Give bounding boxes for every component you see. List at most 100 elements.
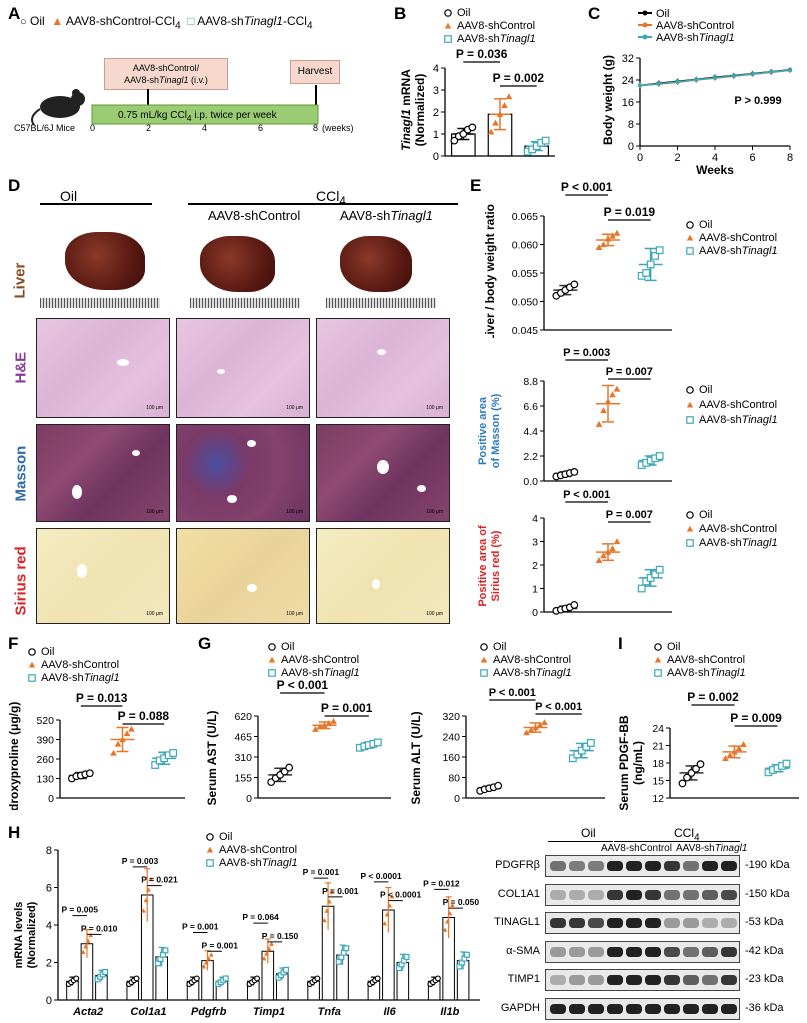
legend-label-italic: Tinagl1 — [536, 667, 572, 679]
y-tick-label: 0 — [246, 793, 252, 805]
data-point — [678, 779, 687, 788]
y-axis-label: Hydroxyproline (μg/g) — [7, 702, 21, 810]
wb-band — [702, 975, 718, 985]
legend-label: AAV8-shControl — [699, 399, 777, 411]
oil-group-label: Oil — [60, 188, 78, 204]
legend-label: AAV8-shTinagl1 — [41, 672, 120, 684]
y-tick-label: 0 — [48, 793, 54, 805]
legend-marker — [686, 386, 694, 394]
y-tick-label: 0 — [532, 607, 538, 619]
y-tick-label: 240 — [442, 732, 460, 744]
legend-marker — [206, 846, 214, 853]
y-axis-label-line: Sirius red (%) — [490, 530, 502, 601]
wb-band — [683, 946, 699, 957]
x-tick-label: 2 — [674, 152, 680, 164]
data-point — [600, 552, 607, 559]
legend-marker — [654, 669, 662, 677]
p-value: P < 0.0001 — [380, 890, 421, 900]
y-axis-label: Serum AST (U/L) — [205, 711, 219, 806]
data-point — [326, 899, 332, 904]
legend-label: AAV8-shControl — [667, 654, 745, 666]
wb-band — [645, 918, 661, 928]
legend-marker — [642, 10, 648, 16]
wb-band — [569, 861, 585, 871]
y-tick-label: 390 — [36, 735, 54, 747]
data-point — [434, 975, 441, 982]
legend-label: AAV8-shTinagl1 — [457, 33, 536, 45]
y-tick-label: 4 — [532, 513, 538, 525]
wb-kda-label: -190 kDa — [745, 859, 790, 871]
p-value: P < 0.001 — [561, 180, 613, 194]
legend-shtinagl-italic: Tinagl1 — [243, 14, 283, 28]
legend-label-italic: Tinagl1 — [742, 537, 778, 549]
data-point — [609, 232, 616, 239]
p-value: P = 0.001 — [322, 886, 359, 896]
y-axis-label-part: Positive area — [477, 396, 489, 465]
data-point — [726, 752, 734, 759]
data-point — [586, 739, 595, 747]
wb-band — [607, 975, 623, 985]
data-point — [613, 538, 621, 545]
wb-band — [588, 1003, 604, 1014]
tick-6: 6 — [258, 123, 264, 133]
he-shtinagl-image: 100 μm — [316, 318, 450, 418]
y-tick-label: 6.6 — [523, 401, 538, 413]
masson-shtinagl-image: 100 μm — [316, 424, 450, 522]
data-point — [655, 246, 664, 255]
ccl4-group-label: CCl4 — [316, 188, 346, 208]
y-axis-label-line: Serum PDGF-BB — [617, 715, 631, 810]
y-tick-label: 465 — [234, 732, 252, 744]
legend-marker — [206, 859, 214, 867]
wb-band — [721, 1003, 737, 1014]
wb-band — [550, 889, 566, 900]
p-value: P = 0.001 — [182, 922, 219, 932]
wb-band — [550, 946, 566, 957]
mouse-icon — [31, 89, 85, 126]
y-tick-label: 310 — [234, 752, 252, 764]
liver-photo-shtinagl — [340, 236, 412, 292]
data-point — [285, 763, 294, 772]
shcontrol-marker-icon: ▲ — [51, 14, 64, 28]
sirius-shtinagl-image: 100 μm — [316, 528, 450, 624]
y-tick-label: 0 — [454, 793, 460, 805]
p-value: P = 0.050 — [443, 897, 480, 907]
data-point — [445, 919, 450, 924]
legend-marker — [686, 416, 694, 424]
data-point — [123, 730, 131, 737]
ruler-oil — [40, 298, 160, 308]
x-tick-label: 4 — [712, 152, 718, 164]
panel-b-label: B — [394, 4, 407, 23]
tick-4: 4 — [202, 123, 208, 133]
data-point — [642, 269, 651, 277]
row-label-masson: Masson — [12, 445, 30, 502]
legend-shtinagl: AAV8-sh — [197, 14, 244, 28]
wb-shcontrol-label: AAV8-shControl — [601, 843, 672, 854]
y-tick-label: 320 — [442, 711, 460, 723]
data-point — [638, 83, 642, 88]
legend-label: Oil — [493, 641, 506, 653]
y-axis-label-line: Positive area of — [477, 525, 489, 607]
wb-band — [569, 1003, 585, 1014]
data-point — [269, 941, 274, 946]
data-point — [146, 887, 151, 892]
wb-protein-label: GAPDH — [500, 1001, 540, 1014]
wb-band — [664, 889, 680, 900]
ccl4-treatment-bar — [91, 104, 319, 125]
data-point — [527, 726, 535, 733]
legend-marker — [654, 656, 662, 663]
data-point — [312, 725, 319, 732]
he-shcontrol-image: 100 μm — [176, 318, 310, 418]
data-point — [750, 71, 755, 76]
wb-band — [721, 946, 737, 957]
wb-band — [607, 861, 623, 871]
y-axis-label-line: Body weight (g) — [601, 55, 615, 145]
p-value: P < 0.001 — [277, 678, 329, 692]
data-point — [595, 420, 603, 427]
legend-label: AAV8-shTinagl1 — [699, 414, 778, 426]
y-axis-label-part: mRNA levels — [13, 902, 25, 969]
p-value: P = 0.036 — [456, 47, 508, 61]
data-point — [102, 968, 109, 975]
